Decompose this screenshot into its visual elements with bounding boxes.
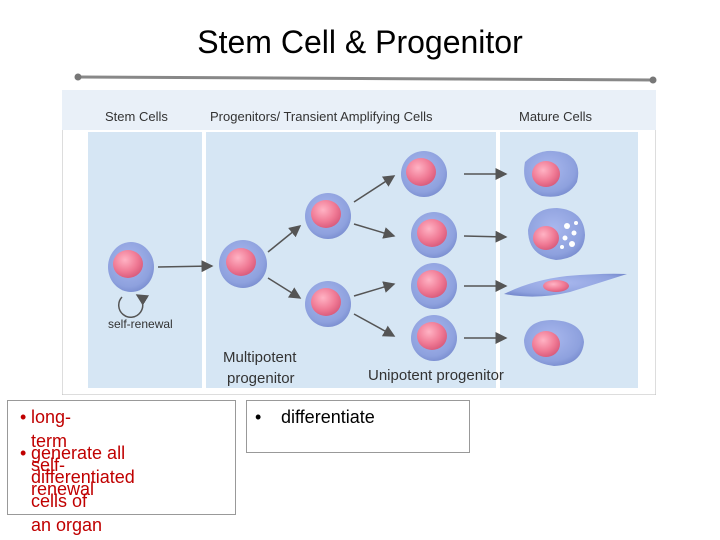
self-renewal-label: self-renewal: [108, 317, 173, 331]
arrow-to-lower-progenitor: [267, 277, 302, 299]
underline-left-dot: [74, 73, 82, 81]
self-renewal-arrow: [117, 294, 150, 318]
header-progenitors: Progenitors/ Transient Amplifying Cells: [210, 109, 433, 124]
underline-right-dot: [649, 76, 657, 84]
stem-property-2-text: generate all differentiated cells of an …: [31, 443, 135, 535]
bullet-dot: •: [20, 443, 27, 463]
stem-property-1-text: long-term self-renewal: [31, 407, 95, 499]
progenitor-cell-upper: [305, 193, 351, 239]
mature-cell-1: [524, 150, 579, 197]
arrow-to-unipotent-1: [353, 175, 396, 203]
mature-cell-3: [504, 273, 627, 297]
arrow-to-unipotent-3: [353, 281, 396, 297]
arrow-to-mature-2: [463, 230, 508, 243]
arrow-to-unipotent-4: [353, 313, 396, 337]
page-title: Stem Cell & Progenitor: [197, 24, 523, 60]
header-band: [62, 90, 656, 130]
header-stem-cells: Stem Cells: [105, 109, 168, 124]
title-underline: [74, 73, 657, 84]
unipotent-progenitor-4: [411, 315, 457, 361]
stem-cell: [108, 242, 154, 292]
progenitor-properties-box: • differentiate: [246, 400, 470, 453]
multipotent-progenitor-cell: [219, 240, 267, 288]
bullet-dot: •: [255, 407, 262, 427]
stem-cell-diagram: Stem Cells Progenitors/ Transient Amplif…: [62, 90, 656, 395]
arrow-to-upper-progenitor: [267, 225, 302, 253]
unipotent-label: Unipotent progenitor: [368, 367, 504, 384]
bullet-dot: •: [20, 407, 27, 427]
arrow-stem-to-multipotent: [157, 260, 214, 273]
stem-cell-properties-box: • long-term self-renewal • generate all …: [7, 400, 236, 535]
arrow-to-unipotent-2: [353, 223, 396, 239]
mature-cell-2: [528, 208, 585, 260]
header-mature-cells: Mature Cells: [519, 109, 592, 124]
progenitor-property-1-text: differentiate: [281, 407, 375, 427]
unipotent-progenitor-3: [411, 263, 457, 309]
unipotent-progenitor-1: [401, 151, 447, 197]
multipotent-label-line1: Multipotent: [223, 349, 297, 366]
multipotent-label-line2: progenitor: [227, 370, 295, 387]
unipotent-progenitor-2: [411, 212, 457, 258]
underline-line: [77, 75, 654, 82]
progenitor-cell-lower: [305, 281, 351, 327]
mature-cell-4: [524, 320, 584, 366]
